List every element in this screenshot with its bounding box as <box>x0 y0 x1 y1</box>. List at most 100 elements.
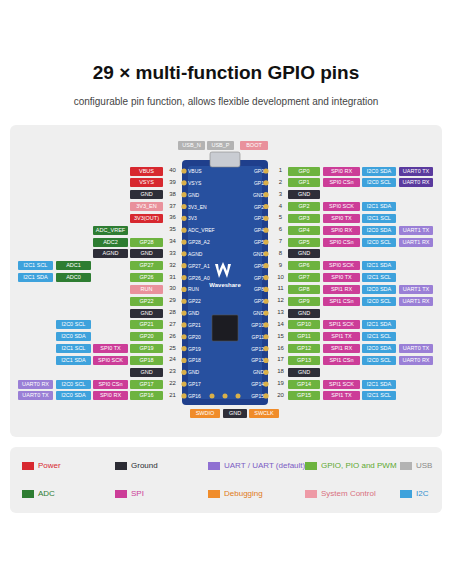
pin-function-tag: VSYS <box>130 178 163 187</box>
pin-function-tag: SPI1 RX <box>323 285 360 294</box>
board-silk-label: GND <box>222 369 264 375</box>
pin-function-tag: UART0 TX <box>399 344 433 353</box>
pin-function-tag: SPI0 CSn <box>323 178 360 187</box>
pin-function-tag: I2C0 SDA <box>362 344 396 353</box>
pin-function-tag: GP19 <box>130 344 163 353</box>
legend-text: GPIO, PIO and PWM <box>321 461 397 470</box>
pin-function-tag: GP14 <box>288 380 320 389</box>
pin-number: 31 <box>165 274 180 280</box>
pin-function-tag: UART0 TX <box>399 167 433 176</box>
pin-number: 20 <box>274 392 287 398</box>
pin-function-tag: UART0 TX <box>18 391 53 400</box>
legend-swatch <box>305 490 317 498</box>
pin-function-tag: GP7 <box>288 273 320 282</box>
pin-function-tag: UART0 RX <box>399 356 433 365</box>
board-silk-label: GP28_A2 <box>188 239 210 245</box>
board-silk-label: GP13 <box>222 357 264 363</box>
board-silk-label: GP14 <box>222 381 264 387</box>
board-silk-label: GP3 <box>222 215 264 221</box>
pin-function-tag: ADC2 <box>93 238 128 247</box>
legend-swatch <box>115 490 127 498</box>
pin-function-tag: GND <box>288 249 320 258</box>
pin-function-tag: SPI0 TX <box>323 214 360 223</box>
pin-number: 33 <box>165 250 180 256</box>
pin-function-tag: GND <box>223 409 247 418</box>
pin-function-tag: SPI0 CSn <box>93 380 128 389</box>
board-silk-label: GP8 <box>222 286 264 292</box>
pin-function-tag: SPI0 RX <box>323 167 360 176</box>
pin-function-tag: SPI1 TX <box>323 391 360 400</box>
pin-function-tag: GP20 <box>130 332 163 341</box>
pin-function-tag: AGND <box>93 249 128 258</box>
pin-function-tag: UART1 RX <box>399 238 433 247</box>
board-silk-label: GP27_A1 <box>188 263 210 269</box>
pin-number: 24 <box>165 356 180 362</box>
board-silk-label: GP12 <box>222 346 264 352</box>
legend-swatch <box>400 490 412 498</box>
pin-function-tag: SPI1 SCK <box>323 320 360 329</box>
pin-function-tag: GND <box>130 309 163 318</box>
legend-swatch <box>22 462 34 470</box>
pin-function-tag: GND <box>288 190 320 199</box>
board-silk-label: GP16 <box>188 393 201 399</box>
pin-number: 5 <box>274 214 287 220</box>
pin-function-tag: I2C0 SDA <box>362 285 396 294</box>
board-silk-label: AGND <box>188 251 202 257</box>
pin-function-tag: 3V3(OUT) <box>130 214 163 223</box>
board-silk-label: GP22 <box>188 298 201 304</box>
subtitle: configurable pin function, allows flexib… <box>0 96 452 107</box>
pin-function-tag: GP15 <box>288 391 320 400</box>
legend-swatch <box>22 490 34 498</box>
pin-function-tag: I2C1 SCL <box>56 344 91 353</box>
pin-function-tag: SPI0 SCK <box>93 356 128 365</box>
pin-function-tag: GP13 <box>288 356 320 365</box>
pin-function-tag: BOOT <box>240 141 268 150</box>
pin-function-tag: UART1 RX <box>399 297 433 306</box>
pin-function-tag: I2C0 SDA <box>56 391 91 400</box>
pin-function-tag: I2C1 SCL <box>362 332 396 341</box>
pin-function-tag: GND <box>288 368 320 377</box>
pin-number: 26 <box>165 333 180 339</box>
pin-function-tag: GP3 <box>288 214 320 223</box>
board-silk-label: GND <box>222 192 264 198</box>
pin-function-tag: GND <box>288 309 320 318</box>
pin-number: 15 <box>274 333 287 339</box>
legend-panel <box>10 447 442 513</box>
pin-function-tag: SPI1 SCK <box>323 380 360 389</box>
pin-function-tag: GP26 <box>130 273 163 282</box>
pin-number: 25 <box>165 345 180 351</box>
pin-number: 10 <box>274 274 287 280</box>
pin-function-tag: I2C0 SDA <box>362 167 396 176</box>
pin-function-tag: SPI0 TX <box>93 344 128 353</box>
pin-number: 3 <box>274 191 287 197</box>
board-silk-label: GP2 <box>222 204 264 210</box>
board-silk-label: GP6 <box>222 263 264 269</box>
pin-function-tag: UART1 TX <box>399 285 433 294</box>
pin-number: 9 <box>274 262 287 268</box>
board-silk-label: GP20 <box>188 334 201 340</box>
board-silk-label: GND <box>188 369 199 375</box>
board-silk-label: GND <box>188 192 199 198</box>
pin-number: 18 <box>274 368 287 374</box>
pin-function-tag: SPI1 CSn <box>323 356 360 365</box>
pin-function-tag: SPI0 SCK <box>323 261 360 270</box>
pin-number: 27 <box>165 321 180 327</box>
pin-number: 30 <box>165 285 180 291</box>
pin-number: 38 <box>165 191 180 197</box>
pin-function-tag: GP0 <box>288 167 320 176</box>
pin-function-tag: I2C0 SDA <box>56 332 91 341</box>
legend-text: Debugging <box>224 489 263 498</box>
pin-function-tag: SPI1 RX <box>323 344 360 353</box>
board-silk-label: RUN <box>188 286 199 292</box>
pin-function-tag: I2C1 SCL <box>362 391 396 400</box>
pin-function-tag: SPI0 RX <box>323 226 360 235</box>
pin-number: 39 <box>165 179 180 185</box>
pin-function-tag: I2C1 SDA <box>362 261 396 270</box>
board-silk-label: GP4 <box>222 227 264 233</box>
pin-function-tag: SPI0 CSn <box>323 238 360 247</box>
board-silk-label: GP18 <box>188 357 201 363</box>
board-silk-label: GP26_A0 <box>188 275 210 281</box>
legend-text: Ground <box>131 461 158 470</box>
pin-function-tag: I2C1 SDA <box>362 320 396 329</box>
pin-function-tag: RUN <box>130 285 163 294</box>
